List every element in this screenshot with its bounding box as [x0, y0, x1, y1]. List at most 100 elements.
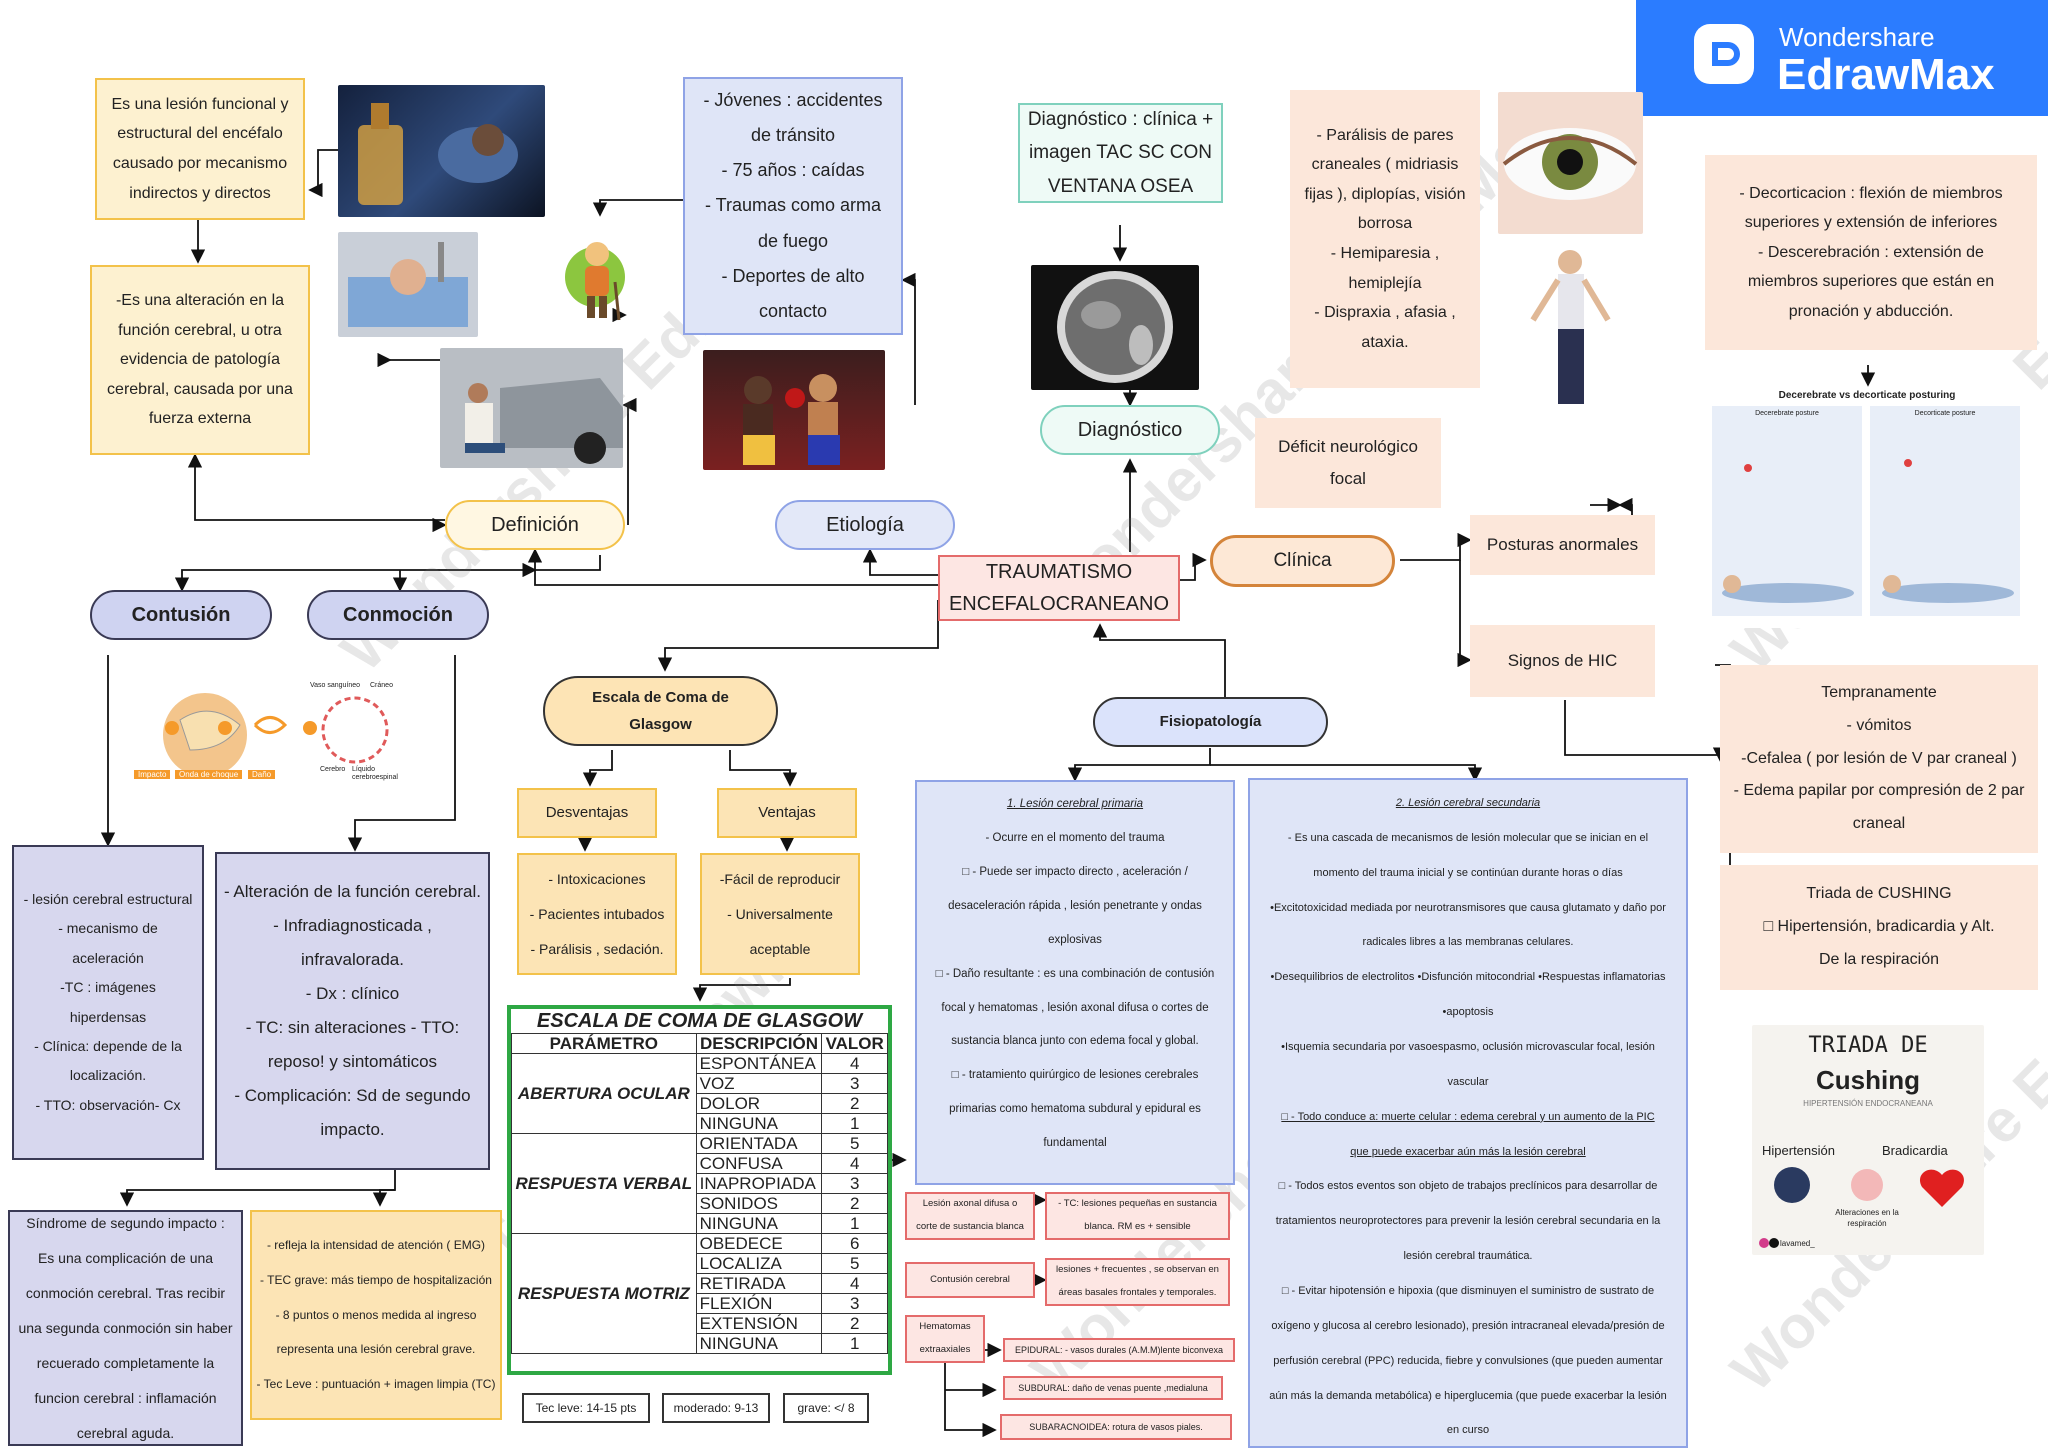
contusion-cerebral-detalle: lesiones + frecuentes , se observan en á…: [1045, 1258, 1230, 1306]
brand-banner: Wondershare EdrawMax: [1636, 0, 2048, 116]
fisiopatologia-node[interactable]: Fisiopatología: [1093, 697, 1328, 747]
etiologia-node[interactable]: Etiología: [775, 500, 955, 550]
text-line: - Parálisis de pares: [1316, 126, 1454, 144]
cushing-card-sub: HIPERTENSIÓN ENDOCRANEANA: [1803, 1099, 1933, 1108]
text-line: - Infradiagnosticada ,: [273, 916, 432, 935]
edrawmax-logo-icon: [1694, 24, 1754, 84]
text-line: - Clínica: depende de la: [34, 1037, 182, 1054]
glasgow-table: PARÁMETRO DESCRIPCIÓN VALOR ABERTURA OCU…: [511, 1033, 888, 1354]
text-line: •apoptosis: [1442, 1006, 1494, 1019]
value-cell: 5: [821, 1133, 888, 1154]
text-line: □ - Todo conduce a: muerte celular : ede…: [1281, 1110, 1655, 1123]
deficit-neurologico-box: Déficit neurológico focal: [1255, 418, 1441, 508]
eye-photo: [1498, 92, 1643, 234]
decerebrate-label: Decerebrate posture: [1755, 410, 1819, 417]
diagnostico-box: Diagnóstico : clínica + imagen TAC SC CO…: [1018, 103, 1223, 203]
tec-leve-box: Tec leve: 14-15 pts: [522, 1393, 650, 1423]
text-line: lesión cerebral traumática.: [1403, 1250, 1533, 1263]
text-line: función cerebral, u otra: [118, 321, 282, 339]
description-cell: ORIENTADA: [695, 1133, 823, 1154]
parameter-cell: RESPUESTA VERBAL: [511, 1133, 697, 1234]
car-accident-photo: [440, 348, 623, 468]
lesion-primaria-box: 1. Lesión cerebral primaria - Ocurre en …: [915, 780, 1235, 1185]
text-line: •Isquemia secundaria por vasoespasmo, oc…: [1281, 1041, 1655, 1054]
brand-line2: EdrawMax: [1777, 50, 1995, 99]
contusion-node[interactable]: Contusión: [90, 590, 272, 640]
clinica-node[interactable]: Clínica: [1210, 535, 1395, 587]
text-line: hemiplejía: [1348, 274, 1422, 292]
escala-line1: Escala de Coma de: [592, 689, 729, 706]
hematomas-box: Hematomas extraaxiales: [905, 1315, 985, 1363]
text-line: VENTANA OSEA: [1047, 175, 1194, 197]
text-line: extraaxiales: [919, 1344, 971, 1355]
alcohol-photo: [338, 85, 545, 217]
text-line: Es una lesión funcional y: [111, 95, 289, 113]
center-node[interactable]: TRAUMATISMO ENCEFALOCRANEANO: [938, 555, 1180, 621]
text-line: una segunda conmoción sin haber: [18, 1319, 233, 1336]
value-cell: 3: [821, 1073, 888, 1094]
hic-temprano-box: Tempranamente - vómitos -Cefalea ( por l…: [1720, 665, 2038, 853]
escala-line2: Glasgow: [629, 716, 692, 733]
text-line: contacto: [758, 300, 828, 321]
description-cell: INAPROPIADA: [695, 1173, 823, 1194]
text-line: Lesión axonal difusa o: [922, 1198, 1018, 1210]
contusion-box: - lesión cerebral estructural - mecanism…: [12, 845, 204, 1160]
value-cell: 4: [821, 1053, 888, 1074]
conmocion-node[interactable]: Conmoción: [307, 590, 489, 640]
text-line: recuerado completamente la: [36, 1354, 215, 1371]
ventajas-node[interactable]: Ventajas: [717, 788, 857, 838]
desventajas-box: - Intoxicaciones - Pacientes intubados -…: [517, 853, 677, 975]
text-line: indirectos y directos: [129, 184, 271, 202]
text-line: infravalorada.: [300, 950, 404, 969]
text-line: -Fácil de reproducir: [719, 870, 841, 887]
text-line: - Alteración de la función cerebral.: [223, 882, 482, 901]
text-line: Hematomas: [919, 1321, 971, 1333]
diagnostico-node[interactable]: Diagnóstico: [1040, 405, 1220, 455]
boxing-photo: [703, 350, 885, 470]
contusion-label-liquido: Líquido cerebroespinal: [352, 766, 398, 782]
table-header: DESCRIPCIÓN: [695, 1033, 823, 1054]
text-line: radicales libres a las membranas celular…: [1362, 936, 1574, 949]
parameter-cell: ABERTURA OCULAR: [511, 1053, 697, 1134]
text-line: ataxia.: [1361, 333, 1409, 351]
text-line: -TC : imágenes: [60, 979, 156, 996]
value-cell: 4: [821, 1153, 888, 1174]
value-cell: 3: [821, 1293, 888, 1314]
text-line: estructural del encéfalo: [117, 125, 283, 143]
text-line: cerebral, causada por una: [107, 380, 293, 398]
text-line: -Es una alteración en la: [115, 292, 285, 310]
text-line: - Descerebración : extensión de: [1758, 243, 1984, 261]
description-cell: LOCALIZA: [695, 1253, 823, 1274]
text-line: - TC: lesiones pequeñas en sustancia: [1058, 1198, 1217, 1210]
posturing-title: Decerebrate vs decorticate posturing: [1778, 390, 1956, 401]
text-line: aún más la demanda metabólica) e hipergl…: [1269, 1389, 1667, 1402]
definicion-node[interactable]: Definición: [445, 500, 625, 550]
text-line: primarias como hematoma subdural y epidu…: [949, 1103, 1201, 1116]
text-line: blanca. RM es + sensible: [1084, 1221, 1191, 1232]
signos-hic-node[interactable]: Signos de HIC: [1470, 625, 1655, 697]
elderly-person-icon: [561, 232, 633, 322]
desventajas-node[interactable]: Desventajas: [517, 788, 657, 838]
text-line: - Complicación: Sd de segundo: [234, 1086, 471, 1105]
text-line: oxígeno y glucosa al cerebro lesionado),…: [1271, 1319, 1665, 1332]
posturas-anormales-node[interactable]: Posturas anormales: [1470, 515, 1655, 575]
text-line: - Parálisis , sedación.: [530, 940, 664, 957]
text-line: Déficit neurológico: [1278, 436, 1418, 456]
text-line: - Edema papilar por compresión de 2 par: [1733, 782, 2025, 800]
text-line: borrosa: [1357, 215, 1413, 233]
text-line: □ - tratamiento quirúrgico de lesiones c…: [951, 1069, 1199, 1082]
text-line: desaceleración rápida , lesión penetrant…: [948, 899, 1202, 912]
text-line: hiperdensas: [69, 1008, 147, 1025]
text-line: perfusión cerebral (PPC) reducida, fiebr…: [1273, 1354, 1663, 1367]
text-line: - Hemiparesia ,: [1330, 245, 1440, 262]
text-line: - Tec Leve : puntuación + imagen limpia …: [256, 1377, 496, 1392]
description-cell: SONIDOS: [695, 1193, 823, 1214]
description-cell: NINGUNA: [695, 1333, 823, 1354]
tec-grave-box: grave: </ 8: [783, 1393, 869, 1423]
escala-glasgow-node[interactable]: Escala de Coma de Glasgow: [543, 676, 778, 746]
lesion-secundaria-box: 2. Lesión cerebral secundaria - Es una c…: [1248, 778, 1688, 1448]
text-line: aceptable: [749, 940, 811, 957]
cushing-card-handle: lavamed_: [1780, 1239, 1815, 1248]
